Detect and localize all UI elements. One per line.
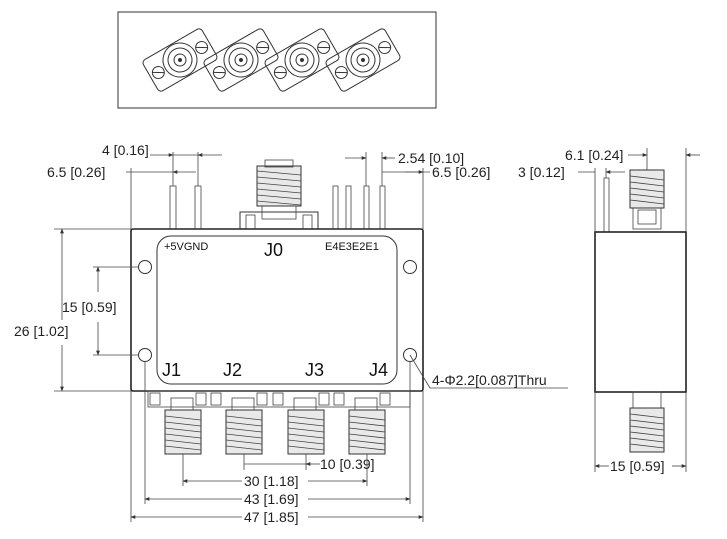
dim-mount-holes: 4-Φ2.2[0.087]Thru: [432, 372, 547, 388]
output-port-3-label: J3: [305, 360, 324, 380]
dim-hole-horizontal-spacing: 43 [1.69]: [244, 491, 299, 507]
bottom-connector-1: [149, 392, 207, 455]
output-port-2-label: J2: [223, 360, 242, 380]
dim-connector-pitch: 10 [0.39]: [320, 456, 375, 472]
mount-hole-top-right: [403, 260, 417, 274]
dim-pin-pitch-right: 2.54 [0.10]: [398, 150, 464, 166]
dim-body-width: 47 [1.85]: [244, 509, 299, 525]
dim-pin-spacing-left: 4 [0.16]: [102, 142, 149, 158]
output-port-4-label: J4: [369, 360, 388, 380]
side-view: 6.1 [0.24] 3 [0.12] 15 [0.59]: [518, 147, 700, 474]
top-connector-4: [325, 28, 401, 92]
input-port-label: J0: [264, 240, 283, 260]
dim-right-edge-offset: 6.5 [0.26]: [432, 164, 490, 180]
bottom-connector-4: [333, 392, 391, 455]
power-pin-label: +5VGND: [164, 241, 208, 253]
module-lid: [156, 235, 398, 385]
dim-outer-connector-span: 30 [1.18]: [244, 473, 299, 489]
bottom-connector-3: [272, 392, 330, 455]
j0-connector: [239, 159, 319, 233]
bottom-connector-2: [210, 392, 268, 455]
dim-side-connector-offset: 6.1 [0.24]: [565, 147, 623, 163]
dim-side-body-depth: 15 [0.59]: [610, 458, 665, 474]
front-view: +5VGND J0 E4E3E2E1 J1 J2 J3 J4: [14, 142, 568, 525]
dim-side-pin-offset: 3 [0.12]: [518, 164, 565, 180]
dim-body-height: 26 [1.02]: [14, 323, 69, 339]
dim-left-edge-offset: 6.5 [0.26]: [47, 164, 105, 180]
output-port-1-label: J1: [162, 360, 181, 380]
top-connector-1: [142, 28, 218, 92]
top-connector-3: [264, 28, 340, 92]
top-view: [117, 11, 437, 109]
dim-hole-vertical-spacing: 15 [0.59]: [62, 299, 117, 315]
top-connector-2: [203, 28, 279, 92]
enable-pins-label: E4E3E2E1: [325, 241, 379, 253]
